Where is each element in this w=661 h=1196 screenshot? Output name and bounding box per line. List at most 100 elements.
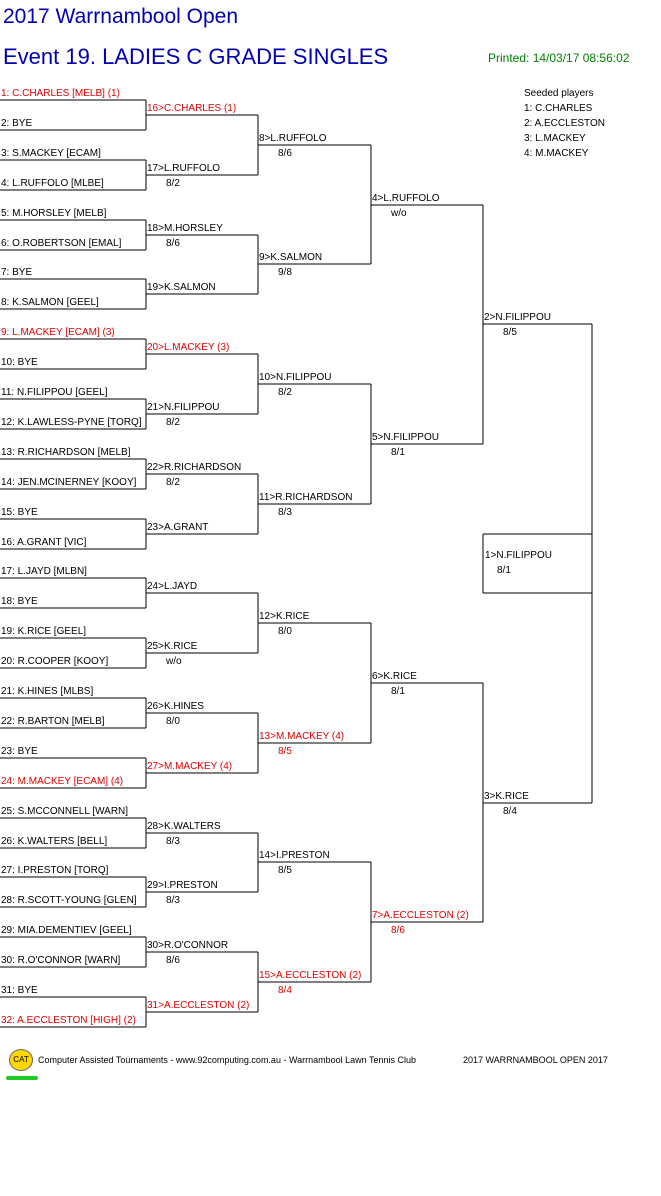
player-entry: 22: R.BARTON [MELB] xyxy=(1,716,105,727)
match-score: w/o xyxy=(391,208,407,219)
player-entry: 14: JEN.MCINERNEY [KOOY] xyxy=(1,477,137,488)
player-entry: 18: BYE xyxy=(1,596,38,607)
player-entry: 12: K.LAWLESS-PYNE [TORQ] xyxy=(1,417,142,428)
match-winner: 6>K.RICE xyxy=(372,671,417,682)
player-entry: 3: S.MACKEY [ECAM] xyxy=(1,148,101,159)
player-entry: 23: BYE xyxy=(1,746,38,757)
match-score: 8/3 xyxy=(166,836,180,847)
player-entry: 8: K.SALMON [GEEL] xyxy=(1,297,99,308)
match-score: 8/0 xyxy=(166,716,180,727)
player-entry: 21: K.HINES [MLBS] xyxy=(1,686,94,697)
match-score: 8/0 xyxy=(278,626,292,637)
match-winner: 25>K.RICE xyxy=(147,641,198,652)
match-score: 8/5 xyxy=(278,865,292,876)
player-entry: 17: L.JAYD [MLBN] xyxy=(1,566,87,577)
player-entry: 29: MIA.DEMENTIEV [GEEL] xyxy=(1,925,132,936)
player-entry: 25: S.MCCONNELL [WARN] xyxy=(1,806,129,817)
match-score: 8/5 xyxy=(503,327,517,338)
match-winner: 8>L.RUFFOLO xyxy=(259,133,327,144)
player-entry: 11: N.FILIPPOU [GEEL] xyxy=(1,387,108,398)
match-winner: 22>R.RICHARDSON xyxy=(147,462,242,473)
player-entry: 9: L.MACKEY [ECAM] (3) xyxy=(1,327,115,338)
match-score: 8/2 xyxy=(166,178,180,189)
match-winner: 23>A.GRANT xyxy=(147,522,209,533)
match-winner: 19>K.SALMON xyxy=(147,282,216,293)
match-winner: 17>L.RUFFOLO xyxy=(147,163,221,174)
player-entry: 15: BYE xyxy=(1,507,38,518)
player-entry: 30: R.O'CONNOR [WARN] xyxy=(1,955,121,966)
match-winner: 31>A.ECCLESTON (2) xyxy=(147,1000,250,1011)
player-entry: 19: K.RICE [GEEL] xyxy=(1,626,87,637)
player-entry: 28: R.SCOTT-YOUNG [GLEN] xyxy=(1,895,137,906)
match-winner: 27>M.MACKEY (4) xyxy=(147,761,233,772)
match-winner: 3>K.RICE xyxy=(484,791,529,802)
match-winner: 10>N.FILIPPOU xyxy=(259,372,332,383)
cat-logo-icon: CAT xyxy=(9,1049,33,1071)
player-entry: 4: L.RUFFOLO [MLBE] xyxy=(1,178,104,189)
match-score: 8/1 xyxy=(391,447,405,458)
final-score: 8/1 xyxy=(497,565,511,576)
player-entry: 16: A.GRANT [VIC] xyxy=(1,537,87,548)
player-entry: 32: A.ECCLESTON [HIGH] (2) xyxy=(1,1015,136,1026)
match-winner: 9>K.SALMON xyxy=(259,252,323,263)
match-winner: 14>I.PRESTON xyxy=(259,850,330,861)
player-entry: 26: K.WALTERS [BELL] xyxy=(1,836,108,847)
tournament-title: 2017 Warrnambool Open xyxy=(3,5,239,28)
match-winner: 16>C.CHARLES (1) xyxy=(147,103,237,114)
match-winner: 20>L.MACKEY (3) xyxy=(147,342,230,353)
match-winner: 5>N.FILIPPOU xyxy=(372,432,439,443)
match-score: 9/8 xyxy=(278,267,292,278)
player-entry: 31: BYE xyxy=(1,985,38,996)
player-entry: 2: BYE xyxy=(1,118,33,129)
footer-credits: Computer Assisted Tournaments - www.92co… xyxy=(38,1055,417,1065)
player-entry: 24: M.MACKEY [ECAM] (4) xyxy=(1,776,124,787)
match-score: 8/6 xyxy=(166,238,180,249)
match-score: 8/4 xyxy=(278,985,292,996)
match-score: 8/2 xyxy=(166,477,180,488)
player-entry: 20: R.COOPER [KOOY] xyxy=(1,656,109,667)
match-score: 8/6 xyxy=(278,148,292,159)
match-score: 8/5 xyxy=(278,746,292,757)
match-score: 8/2 xyxy=(166,417,180,428)
seeded-players-list: Seeded players 1: C.CHARLES 2: A.ECCLEST… xyxy=(524,86,605,161)
footer-event: 2017 WARRNAMBOOL OPEN 2017 xyxy=(463,1055,608,1065)
event-title: Event 19. LADIES C GRADE SINGLES xyxy=(3,44,389,69)
champion: 1>N.FILIPPOU xyxy=(485,550,552,561)
match-score: 8/4 xyxy=(503,806,517,817)
match-winner: 18>M.HORSLEY xyxy=(147,223,223,234)
match-winner: 21>N.FILIPPOU xyxy=(147,402,220,413)
match-score: w/o xyxy=(166,656,182,667)
match-winner: 26>K.HINES xyxy=(147,701,204,712)
match-score: 8/1 xyxy=(391,686,405,697)
player-entry: 10: BYE xyxy=(1,357,38,368)
match-winner: 24>L.JAYD xyxy=(147,581,198,592)
seeded-players-heading: Seeded players xyxy=(524,88,594,99)
match-winner: 30>R.O'CONNOR xyxy=(147,940,229,951)
match-score: 8/3 xyxy=(166,895,180,906)
match-winner: 2>N.FILIPPOU xyxy=(484,312,551,323)
match-score: 8/6 xyxy=(166,955,180,966)
seed-item: 3: L.MACKEY xyxy=(524,133,586,144)
player-entry: 7: BYE xyxy=(1,267,33,278)
match-winner: 15>A.ECCLESTON (2) xyxy=(259,970,362,981)
player-entry: 1: C.CHARLES [MELB] (1) xyxy=(1,88,120,99)
match-score: 8/3 xyxy=(278,507,292,518)
printed-timestamp: Printed: 14/03/17 08:56:02 xyxy=(488,51,630,65)
logo-underline xyxy=(6,1076,38,1080)
seed-item: 4: M.MACKEY xyxy=(524,148,589,159)
match-winner: 4>L.RUFFOLO xyxy=(372,193,440,204)
player-entry: 13: R.RICHARDSON [MELB] xyxy=(1,447,131,458)
player-entry: 5: M.HORSLEY [MELB] xyxy=(1,208,107,219)
match-winner: 11>R.RICHARDSON xyxy=(259,492,353,503)
match-score: 8/2 xyxy=(278,387,292,398)
match-winner: 7>A.ECCLESTON (2) xyxy=(372,910,469,921)
match-winner: 29>I.PRESTON xyxy=(147,880,218,891)
seed-item: 1: C.CHARLES xyxy=(524,103,593,114)
seed-item: 2: A.ECCLESTON xyxy=(524,118,605,129)
player-entry: 27: I.PRESTON [TORQ] xyxy=(1,865,109,876)
match-winner: 12>K.RICE xyxy=(259,611,310,622)
player-entry: 6: O.ROBERTSON [EMAL] xyxy=(1,238,122,249)
match-winner: 13>M.MACKEY (4) xyxy=(259,731,345,742)
match-winner: 28>K.WALTERS xyxy=(147,821,221,832)
